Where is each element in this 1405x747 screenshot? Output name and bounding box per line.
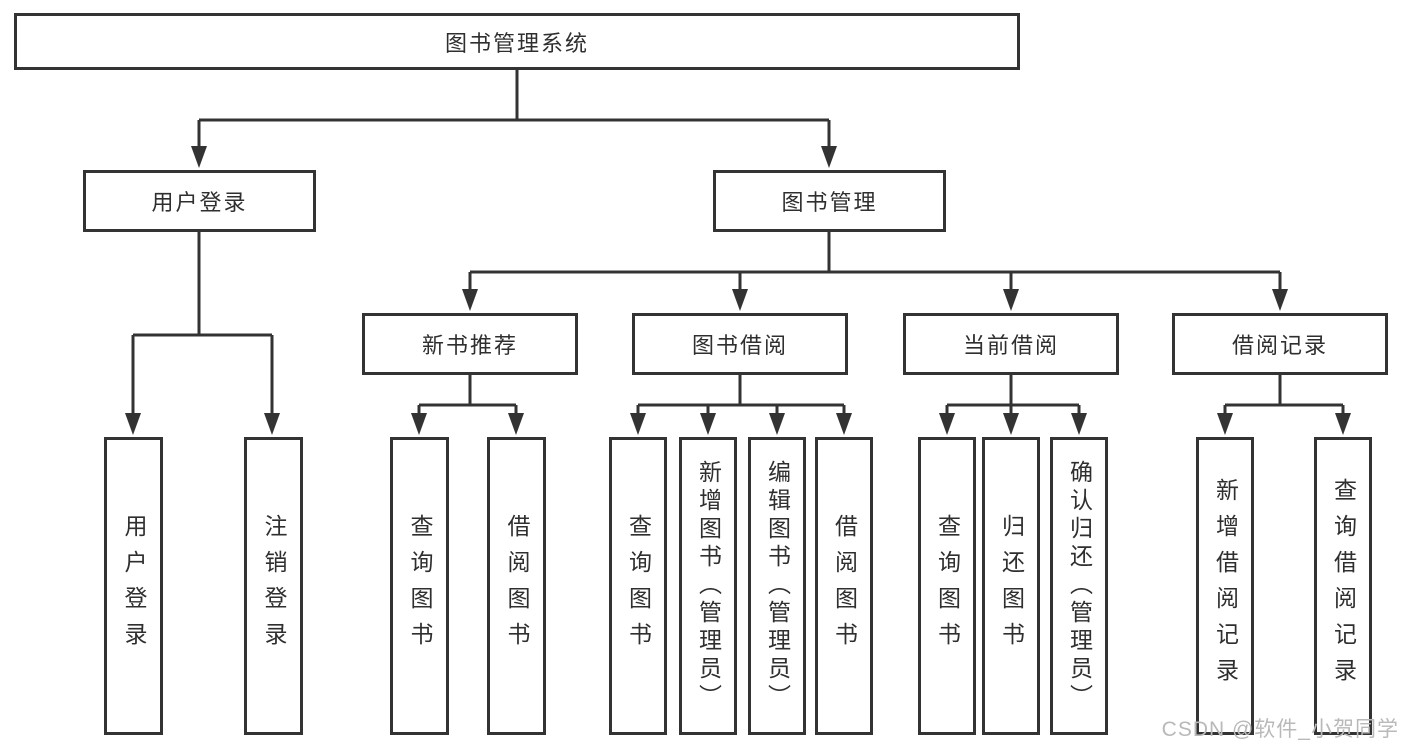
leaf-user-login: 用户登录	[104, 437, 163, 735]
node-book-mgmt: 图书管理	[713, 170, 946, 232]
connector-currentborrow-to-leaves	[945, 375, 1081, 415]
node-root-label: 图书管理系统	[444, 30, 589, 56]
leaf-bb-query-book: 查询图书	[609, 437, 667, 735]
node-borrow-record: 借阅记录	[1172, 313, 1388, 375]
leaf-cb-query-book-label: 查询图书	[934, 514, 961, 658]
watermark: CSDN @软件_小贺同学	[1161, 718, 1399, 741]
arrowheads	[125, 146, 1351, 435]
node-current-borrow-label: 当前借阅	[962, 333, 1059, 358]
node-book-borrow: 图书借阅	[632, 313, 848, 375]
leaf-cb-confirm-return-admin: 确认归还（管理员）	[1050, 437, 1108, 735]
leaf-cb-confirm-return-admin-label: 确认归还（管理员）	[1066, 460, 1093, 712]
leaf-bb-edit-book-admin: 编辑图书（管理员）	[748, 437, 806, 735]
leaf-br-add-record-label: 新增借阅记录	[1212, 478, 1239, 694]
node-book-borrow-label: 图书借阅	[691, 333, 788, 358]
leaf-rec-borrow-book-label: 借阅图书	[504, 514, 530, 658]
leaf-rec-borrow-book: 借阅图书	[487, 437, 546, 735]
connector-userlogin-to-leaves	[131, 232, 274, 415]
leaf-bb-borrow-book-label: 借阅图书	[831, 514, 858, 658]
connector-borrowrecord-to-leaves	[1223, 375, 1345, 415]
leaf-bb-edit-book-admin-label: 编辑图书（管理员）	[764, 460, 791, 712]
connector-bookborrow-to-leaves	[636, 375, 846, 415]
leaf-logout-label: 注销登录	[261, 514, 287, 658]
leaf-rec-query-book: 查询图书	[390, 437, 449, 735]
leaf-br-query-record: 查询借阅记录	[1314, 437, 1372, 735]
leaf-cb-return-book-label: 归还图书	[998, 514, 1025, 658]
leaf-bb-query-book-label: 查询图书	[625, 514, 652, 658]
leaf-br-query-record-label: 查询借阅记录	[1330, 478, 1357, 694]
node-new-book-rec: 新书推荐	[362, 313, 578, 375]
connector-root-to-level2	[197, 70, 831, 148]
leaf-bb-add-book-admin: 新增图书（管理员）	[679, 437, 737, 735]
node-book-mgmt-label: 图书管理	[781, 190, 878, 215]
node-borrow-record-label: 借阅记录	[1231, 333, 1328, 358]
node-new-book-rec-label: 新书推荐	[421, 333, 518, 358]
connector-bookmgmt-to-level3	[468, 232, 1282, 291]
node-current-borrow: 当前借阅	[903, 313, 1119, 375]
node-root: 图书管理系统	[14, 13, 1020, 70]
leaf-rec-query-book-label: 查询图书	[407, 514, 433, 658]
leaf-bb-borrow-book: 借阅图书	[815, 437, 873, 735]
leaf-bb-add-book-admin-label: 新增图书（管理员）	[695, 460, 722, 712]
connector-newbook-to-leaves	[417, 375, 518, 415]
leaf-logout: 注销登录	[244, 437, 303, 735]
node-user-login: 用户登录	[83, 170, 316, 232]
leaf-user-login-label: 用户登录	[121, 514, 147, 658]
leaf-cb-return-book: 归还图书	[982, 437, 1040, 735]
leaf-cb-query-book: 查询图书	[918, 437, 976, 735]
leaf-br-add-record: 新增借阅记录	[1196, 437, 1254, 735]
node-user-login-label: 用户登录	[151, 190, 248, 215]
